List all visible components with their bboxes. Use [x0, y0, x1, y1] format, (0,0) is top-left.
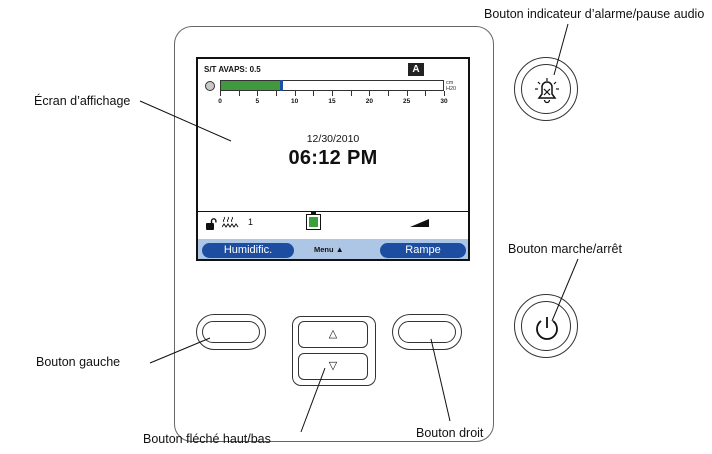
status-divider [198, 211, 468, 213]
triangle-up-icon: △ [328, 328, 338, 340]
scale-tick-label: 10 [291, 98, 299, 105]
right-button-label: Bouton droit [416, 426, 484, 440]
humidifier-level: 1 [248, 217, 254, 227]
humidifier-waves-icon [221, 216, 246, 233]
status-dot [205, 81, 215, 91]
display-screen-label: Écran d’affichage [34, 94, 131, 108]
pressure-bar [220, 80, 444, 91]
scale-tick [444, 91, 445, 96]
scale-tick-label: 0 [218, 98, 222, 105]
alarm-leader-line [553, 23, 569, 76]
scale-tick-label: 30 [440, 98, 448, 105]
menu-label: Menu ▲ [314, 245, 344, 254]
scale-tick [332, 91, 333, 96]
scale-tick [220, 91, 221, 96]
pressure-scale-ticks [220, 91, 445, 97]
updown-button-label: Bouton fléché haut/bas [143, 432, 271, 446]
screen-leader-line [139, 100, 232, 142]
scale-tick [238, 91, 240, 96]
pressure-bar-marker [279, 80, 283, 91]
unit-line-2: H20 [446, 86, 457, 92]
display-screen: S/T AVAPS: 0.5 A cm H20 0 5 10 15 20 25 30 12/… [196, 57, 470, 261]
scale-tick-label: 20 [365, 98, 373, 105]
scale-tick [350, 91, 352, 96]
scale-tick [406, 91, 408, 96]
alarm-badge: A [408, 63, 424, 76]
scale-tick [257, 91, 259, 96]
scale-tick [388, 91, 389, 96]
scale-tick-label: 5 [255, 98, 260, 105]
scale-tick [294, 91, 296, 96]
pressure-unit: cm H20 [446, 80, 456, 92]
up-down-button: △ ▽ [292, 316, 376, 386]
battery-cap [311, 212, 316, 215]
down-arrow-button[interactable]: ▽ [298, 353, 368, 380]
power-icon [536, 317, 558, 340]
left-button[interactable] [196, 314, 266, 350]
ramp-icon [410, 219, 429, 227]
alarm-pause-button[interactable] [514, 57, 578, 121]
unlock-icon [205, 218, 217, 233]
unit-line-1: cm [446, 80, 454, 86]
up-arrow-button[interactable]: △ [298, 321, 368, 348]
updown-leader-line [300, 367, 326, 433]
right-leader-line [430, 338, 451, 422]
alarm-button-label: Bouton indicateur d’alarme/pause audio [484, 7, 705, 21]
power-button[interactable] [514, 294, 578, 358]
bell-alarm-icon [535, 78, 559, 104]
scale-tick-label: 15 [328, 98, 336, 105]
power-leader-line [551, 258, 579, 322]
date-display: 12/30/2010 [306, 133, 360, 145]
scale-tick [276, 91, 277, 96]
left-leader-line [149, 337, 211, 364]
humidifier-menu-button[interactable]: Humidific. [202, 243, 294, 258]
scale-tick-label: 25 [403, 98, 411, 105]
time-display: 06:12 PM [288, 147, 378, 169]
battery-fill [309, 217, 318, 227]
triangle-down-icon: ▽ [328, 360, 338, 372]
menu-label-text: Menu [314, 245, 334, 254]
battery-icon [306, 214, 321, 230]
left-button-label: Bouton gauche [36, 355, 121, 369]
scale-tick [313, 91, 315, 96]
ramp-menu-button[interactable]: Rampe [380, 243, 466, 258]
triangle-up-icon: ▲ [335, 245, 344, 254]
power-button-label: Bouton marche/arrêt [508, 242, 622, 256]
right-button[interactable] [392, 314, 462, 350]
pressure-bar-fill [221, 81, 281, 90]
mode-label: S/T AVAPS: 0.5 [204, 65, 261, 74]
scale-tick [425, 91, 427, 96]
scale-tick [369, 91, 371, 96]
